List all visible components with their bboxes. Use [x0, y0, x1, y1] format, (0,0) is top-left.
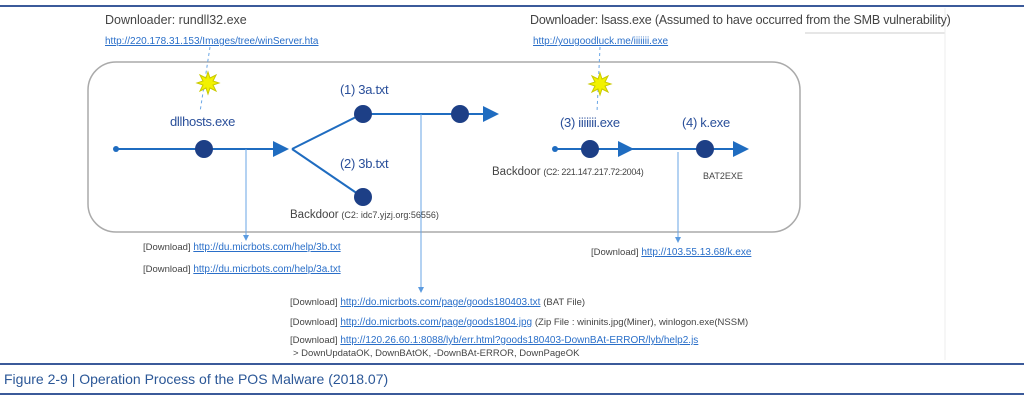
download-item: [Download] http://du.micrbots.com/help/3…	[143, 264, 341, 276]
downloader-right-url[interactable]: http://yougoodluck.me/iiiiiii.exe	[533, 36, 669, 47]
download-prefix: [Download]	[290, 317, 338, 328]
download-prefix: [Download]	[143, 242, 191, 253]
flow-branch-2	[291, 148, 359, 195]
node-next	[451, 105, 469, 123]
download-prefix: [Download]	[290, 297, 338, 308]
start-dot	[552, 146, 558, 152]
download-link[interactable]: http://do.micrbots.com/page/goods1804.jp…	[340, 317, 533, 328]
node-iiiiiii	[581, 140, 599, 158]
top-rule	[0, 5, 1024, 7]
download-note: (Zip File : wininits.jpg(Miner), winlogo…	[534, 317, 749, 328]
bat2exe-label: BAT2EXE	[703, 171, 743, 181]
node-dllhosts	[195, 140, 213, 158]
backdoor-label: Backdoor	[290, 209, 339, 221]
downloader-right-title: Downloader: lsass.exe (Assumed to have o…	[530, 13, 951, 27]
node-label-dllhosts: dllhosts.exe	[170, 114, 236, 129]
burst-icon	[195, 70, 221, 96]
download-note: (BAT File)	[543, 297, 586, 308]
download-link[interactable]: http://du.micrbots.com/help/3a.txt	[193, 264, 341, 275]
flow-branch-1	[291, 115, 359, 150]
node-3b	[354, 188, 372, 206]
download-item: [Download] http://103.55.13.68/k.exe	[591, 247, 751, 259]
backdoor-1: Backdoor (C2: idc7.yjzj.org:56556)	[290, 208, 439, 223]
downloader-left-url[interactable]: http://220.178.31.153/Images/tree/winSer…	[105, 36, 319, 47]
download-link[interactable]: http://120.26.60.1:8088/lyb/err.html?goo…	[340, 335, 699, 346]
download-prefix: [Download]	[143, 264, 191, 275]
node-k	[696, 140, 714, 158]
backdoor-2: Backdoor (C2: 221.147.217.72:2004)	[492, 165, 644, 180]
caption-rule-top	[0, 363, 1024, 365]
start-dot	[113, 146, 119, 152]
download-prefix: [Download]	[591, 247, 639, 258]
download-item: [Download] http://du.micrbots.com/help/3…	[143, 242, 341, 254]
backdoor-c2: (C2: 221.147.217.72:2004)	[543, 167, 644, 177]
backdoor-c2: (C2: idc7.yjzj.org:56556)	[341, 210, 439, 220]
download-link[interactable]: http://du.micrbots.com/help/3b.txt	[193, 242, 341, 253]
download-prefix: [Download]	[290, 335, 338, 346]
download-link[interactable]: http://103.55.13.68/k.exe	[641, 247, 752, 258]
node-3a	[354, 105, 372, 123]
burst-icon	[587, 71, 613, 97]
download-link[interactable]: http://do.micrbots.com/page/goods180403.…	[340, 297, 541, 308]
result-line: > DownUpdataOK, DownBAtOK, -DownBAt-ERRO…	[293, 348, 580, 359]
download-item: [Download] http://do.micrbots.com/page/g…	[290, 317, 748, 329]
node-label-3b: (2) 3b.txt	[340, 156, 389, 171]
process-box	[87, 61, 801, 233]
node-label-3a: (1) 3a.txt	[340, 82, 389, 97]
node-label-k: (4) k.exe	[682, 115, 730, 130]
caption-rule-bottom	[0, 393, 1024, 395]
download-item: [Download] http://do.micrbots.com/page/g…	[290, 297, 585, 309]
backdoor-label: Backdoor	[492, 166, 541, 178]
download-item: [Download] http://120.26.60.1:8088/lyb/e…	[290, 335, 698, 347]
downloader-left-title: Downloader: rundll32.exe	[105, 13, 247, 27]
figure-caption: Figure 2-9 | Operation Process of the PO…	[4, 371, 389, 387]
node-label-iiiiiii: (3) iiiiiii.exe	[560, 115, 620, 130]
